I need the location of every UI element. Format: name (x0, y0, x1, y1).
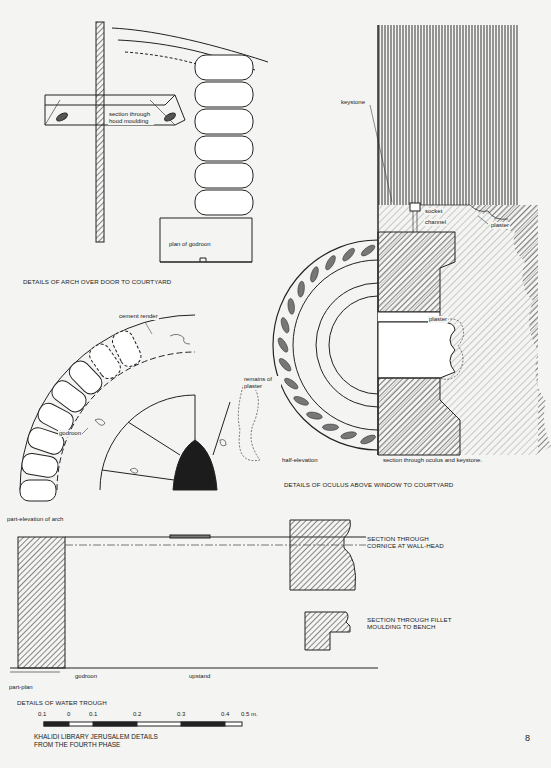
scale-number: 0.5 m. (240, 711, 259, 718)
view-label: section through hood moulding (108, 111, 154, 125)
view-label: plan of godroon (168, 241, 212, 248)
part-name: godroon (74, 673, 98, 680)
godroon-lobe (195, 136, 253, 161)
godroon-lobe (195, 190, 253, 215)
leaf-ornament (276, 336, 290, 353)
scale-number: 0.4 (220, 711, 230, 718)
view-label: half-elevation (281, 457, 319, 464)
view-label: part-elevation of arch (6, 516, 64, 523)
scale-number: 0 (66, 711, 71, 718)
part-name: keystone (340, 99, 366, 106)
godroon-lobe (195, 82, 253, 107)
view-label: part-plan (8, 684, 34, 691)
leaf-ornament (297, 281, 305, 298)
leaf-ornament (324, 254, 338, 271)
section-heading: DETAILS OF OCULUS ABOVE WINDOW TO COURTY… (283, 481, 454, 488)
scale-number: 0.2 (132, 711, 142, 718)
godroon-lobe (20, 452, 59, 478)
leaf-ornament (340, 431, 357, 441)
material-note: remains of plaster (243, 376, 281, 390)
godroon-lobe (109, 328, 143, 370)
material-note: cement render (118, 313, 159, 320)
leaf-ornament (306, 411, 323, 421)
part-name: channel (424, 219, 447, 226)
leaf-ornament (359, 433, 376, 445)
material-note: plaster (490, 222, 510, 229)
leaf-ornament (287, 298, 295, 315)
leaf-ornament (283, 376, 300, 391)
godroon-lobe (195, 109, 253, 134)
part-name: upstand (188, 673, 211, 680)
scale-number: 0.1 (88, 711, 98, 718)
section-heading: DETAILS OF ARCH OVER DOOR TO COURTYARD (22, 278, 172, 285)
leaf-ornament (280, 317, 291, 334)
leaf-ornament (293, 395, 310, 407)
leaf-ornament (360, 243, 377, 258)
godroon-lobe (195, 55, 253, 80)
leaf-ornament (323, 424, 339, 430)
leaf-ornament (341, 247, 356, 263)
sheet-number: 8 (524, 733, 531, 743)
godroon-lobe (20, 480, 56, 501)
scale-number: 0.1 (37, 711, 47, 718)
section-heading: SECTION THROUGH FILLET MOULDING TO BENCH (366, 616, 466, 630)
part-name: socket (424, 208, 443, 215)
godroon-lobe (195, 163, 253, 188)
sheet-title: KHALIDI LIBRARY JERUSALEM DETAILS FROM T… (34, 733, 174, 749)
leaf-ornament (277, 357, 292, 373)
scale-number: 0.3 (176, 711, 186, 718)
leaf-ornament (309, 266, 320, 283)
view-label: section through oculus and keystone. (382, 457, 483, 464)
part-name: godroon (58, 430, 82, 437)
material-note: plaster (428, 316, 448, 323)
section-heading: DETAILS OF WATER TROUGH (16, 699, 108, 706)
section-heading: SECTION THROUGH CORNICE AT WALL-HEAD (366, 535, 460, 549)
